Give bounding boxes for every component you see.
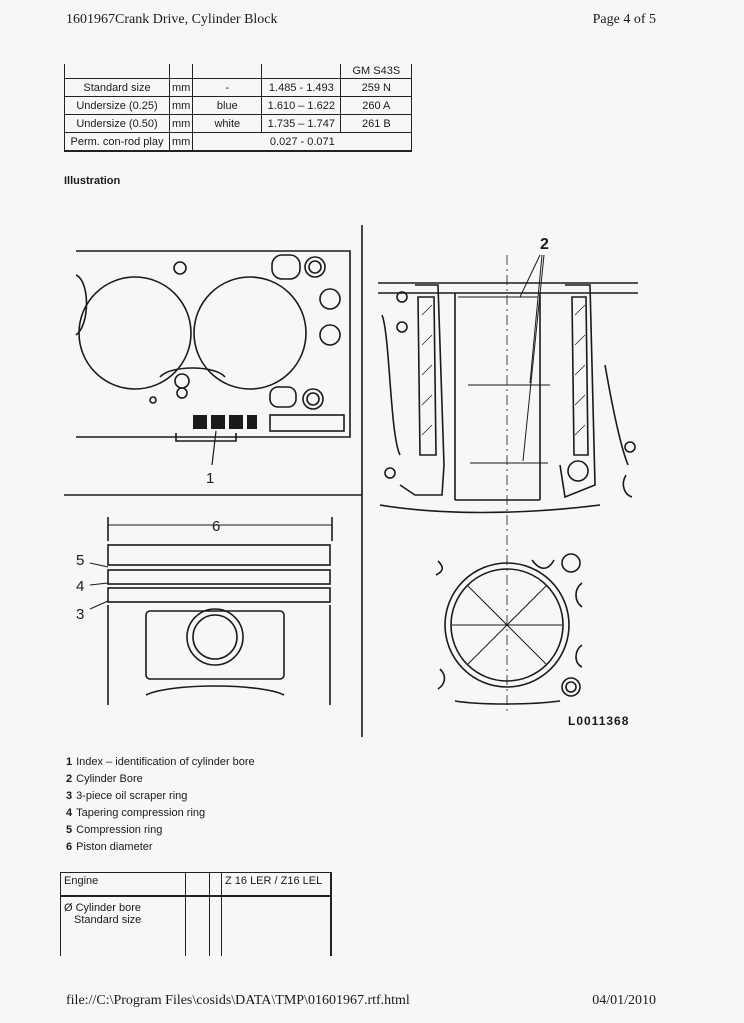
bore-top-view: [435, 553, 583, 705]
document-title: 1601967Crank Drive, Cylinder Block: [66, 12, 278, 27]
spec-row: Perm. con-rod play mm 0.027 - 0.071: [64, 132, 413, 152]
spec-head-gm: GM S43S: [340, 64, 413, 79]
engine-table: Engine Z 16 LER / Z16 LEL Ø Cylinder bor…: [60, 872, 332, 956]
print-date: 04/01/2010: [592, 993, 656, 1008]
bore-sublabel: Standard size: [74, 914, 142, 926]
file-path: file://C:\Program Files\cosids\DATA\TMP\…: [66, 993, 410, 1008]
engine-label: Engine: [60, 872, 186, 897]
spec-table: GM S43S Standard size mm - 1.485 - 1.493…: [64, 64, 413, 152]
cylinder-block-top-view: [75, 250, 351, 442]
bore-measure-arrows: [458, 254, 550, 464]
page-number: Page 4 of 5: [592, 12, 656, 27]
spec-row: Undersize (0.50) mm white 1.735 – 1.747 …: [64, 114, 413, 133]
callout-5: 5: [76, 552, 84, 569]
technical-illustration: 1 2 3 4 5 6 L0011368: [64, 225, 638, 737]
bore-label: Ø Cylinder bore: [64, 902, 142, 914]
cylinder-bore-section: [378, 282, 638, 514]
callout-1: 1: [206, 470, 214, 487]
callout-4: 4: [76, 578, 84, 595]
drawing-ref-code: L0011368: [568, 714, 629, 728]
callout-6: 6: [212, 518, 220, 535]
engine-value: Z 16 LER / Z16 LEL: [221, 872, 332, 897]
bore-hatching: [421, 304, 586, 436]
callout-2: 2: [540, 236, 549, 253]
callout-3: 3: [76, 606, 84, 623]
spec-row: Undersize (0.25) mm blue 1.610 – 1.622 2…: [64, 96, 413, 115]
index-marks: [193, 415, 257, 429]
spec-row: Standard size mm - 1.485 - 1.493 259 N: [64, 78, 413, 97]
illustration-heading: Illustration: [64, 175, 121, 187]
piston-side-view: [89, 517, 333, 705]
